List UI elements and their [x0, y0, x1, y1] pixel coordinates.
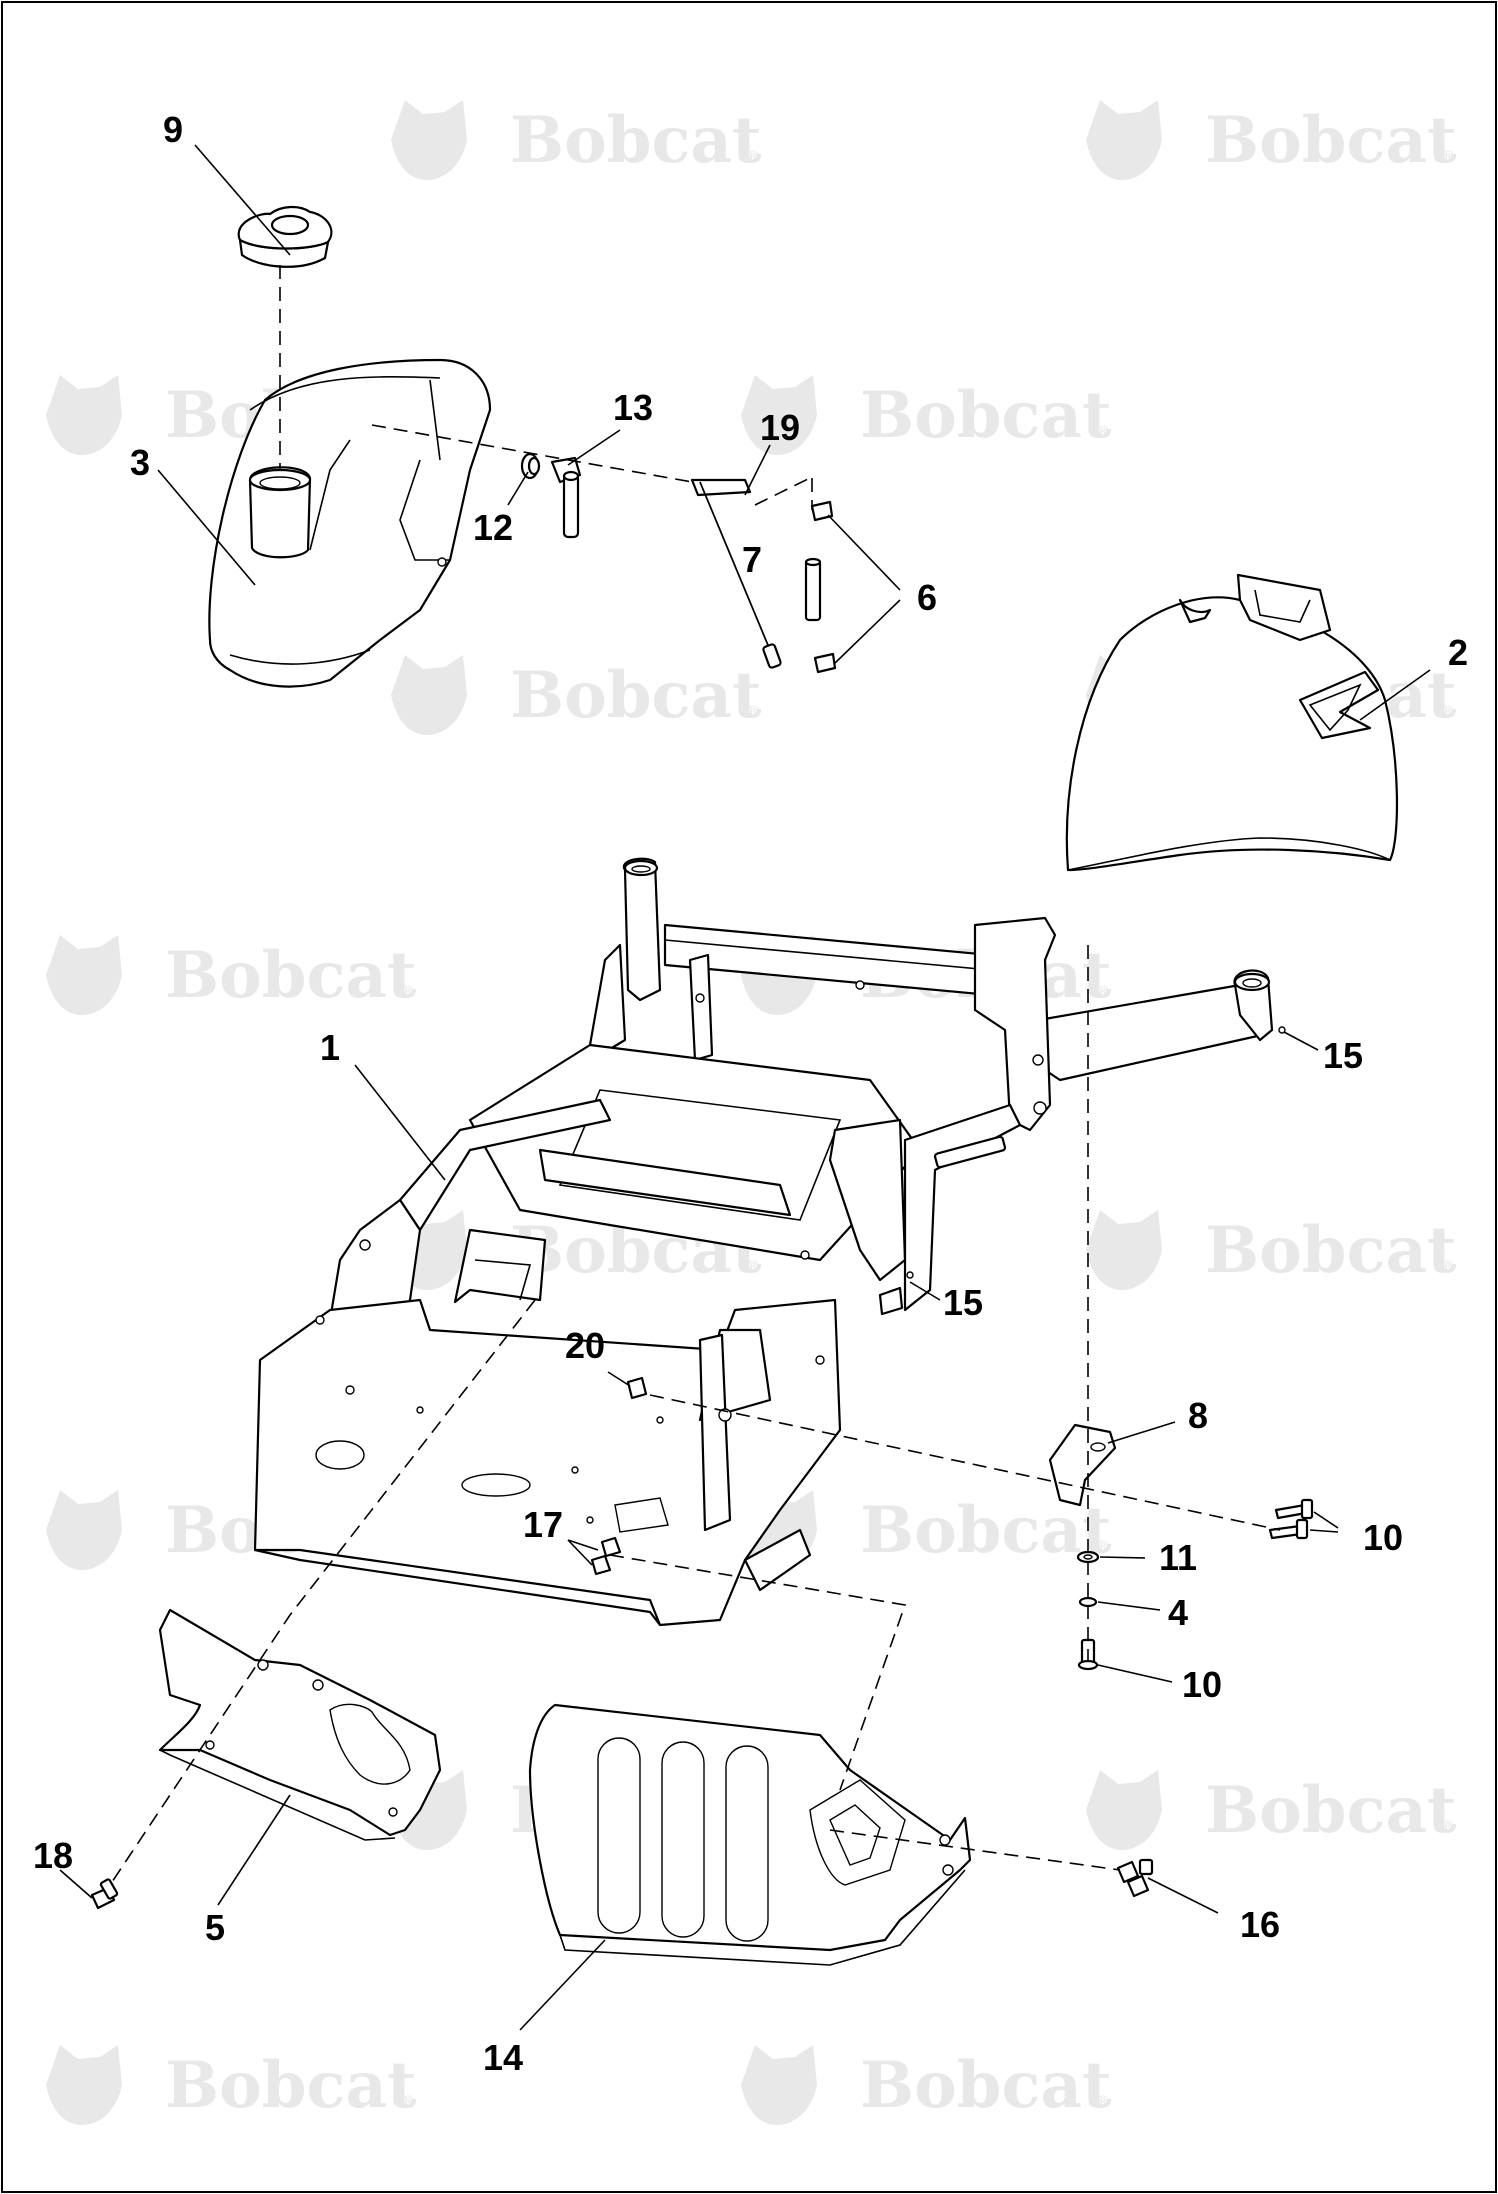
callout-18: 18 — [33, 1835, 73, 1876]
watermark-logo: Bobcat® — [741, 375, 1112, 455]
watermark-logo: Bobcat® — [1086, 100, 1457, 180]
watermark-reg-mark: ® — [745, 147, 761, 166]
part-skid-plate — [528, 1703, 972, 1966]
watermark-reg-mark: ® — [1095, 422, 1111, 441]
callout-10-upper: 10 — [1363, 1517, 1403, 1558]
callout-7: 7 — [742, 539, 762, 580]
callout-10-lower: 10 — [1182, 1664, 1222, 1705]
watermark-reg-mark: ® — [745, 1257, 761, 1276]
part-shield-plate — [158, 1608, 442, 1841]
watermark-logo: Bobcat® — [1086, 1770, 1457, 1850]
callout-15-center: 15 — [943, 1282, 983, 1323]
watermark-brand-text: Bobcat — [1205, 103, 1457, 178]
callout-3: 3 — [130, 442, 150, 483]
callout-14: 14 — [483, 2037, 523, 2078]
assembly-lines — [109, 265, 1281, 1886]
watermark-bobcat-head-icon — [391, 100, 467, 180]
watermark-reg-mark: ® — [1095, 982, 1111, 1001]
part-bolts-16 — [1116, 1858, 1154, 1898]
callout-20: 20 — [565, 1325, 605, 1366]
watermark-brand-text: Bobcat — [165, 938, 417, 1013]
callout-1: 1 — [320, 1027, 340, 1068]
watermark-brand-text: Bobcat — [860, 1493, 1112, 1568]
watermark-bobcat-head-icon — [741, 375, 817, 455]
part-fuel-filter — [804, 557, 822, 622]
watermark-brand-text: Bobcat — [165, 2048, 417, 2123]
watermark-logo: Bobcat® — [391, 655, 762, 735]
callout-11: 11 — [1159, 1537, 1197, 1578]
part-fuel-line — [690, 478, 782, 669]
part-hose-clamps — [810, 500, 837, 674]
leader-lines — [59, 144, 1431, 2031]
watermark-reg-mark: ® — [400, 982, 416, 1001]
part-fuel-cap — [237, 205, 333, 268]
watermark-logo: Bobcat® — [46, 935, 417, 1015]
watermark-reg-mark: ® — [400, 2092, 416, 2111]
callout-15-right: 15 — [1323, 1035, 1363, 1076]
callout-19: 19 — [760, 407, 800, 448]
watermark-bobcat-head-icon — [1086, 1770, 1162, 1850]
watermark-bobcat-head-icon — [46, 2045, 122, 2125]
watermark-bobcat-head-icon — [1086, 1210, 1162, 1290]
watermark-bobcat-head-icon — [741, 2045, 817, 2125]
part-bolts-10 — [1268, 1498, 1314, 1540]
watermark-reg-mark: ® — [1440, 147, 1456, 166]
part-washer-11 — [1076, 1550, 1100, 1564]
callout-12: 12 — [473, 507, 513, 548]
callout-9: 9 — [163, 109, 183, 150]
watermark-brand-text: Bobcat — [1205, 1773, 1457, 1848]
watermark-bobcat-head-icon — [46, 1490, 122, 1570]
callout-17: 17 — [523, 1504, 563, 1545]
part-fuel-valve — [550, 456, 582, 539]
watermark-bobcat-head-icon — [46, 935, 122, 1015]
watermark-reg-mark: ® — [1440, 1817, 1456, 1836]
watermark-bobcat-head-icon — [391, 655, 467, 735]
callout-13: 13 — [613, 387, 653, 428]
callout-labels: 1 2 3 4 5 6 7 8 9 10 10 11 12 13 14 15 1… — [33, 109, 1468, 2078]
watermark-logo: Bobcat® — [741, 2045, 1112, 2125]
watermark-reg-mark: ® — [745, 702, 761, 721]
part-fuel-fitting — [520, 452, 541, 480]
part-fuel-tank — [208, 358, 492, 688]
part-nuts-17 — [590, 1536, 622, 1576]
watermark-brand-text: Bobcat — [860, 2048, 1112, 2123]
callout-8: 8 — [1188, 1395, 1208, 1436]
callout-2: 2 — [1448, 632, 1468, 673]
watermark-reg-mark: ® — [1440, 1257, 1456, 1276]
callout-4: 4 — [1168, 1592, 1188, 1633]
watermark-bobcat-head-icon — [46, 375, 122, 455]
watermark-brand-text: Bobcat — [1205, 1213, 1457, 1288]
watermark-bobcat-head-icon — [1086, 100, 1162, 180]
callout-5: 5 — [205, 1907, 225, 1948]
part-main-frame — [253, 857, 1286, 1627]
watermark-brand-text: Bobcat — [510, 103, 762, 178]
callout-16: 16 — [1240, 1904, 1280, 1945]
watermark-reg-mark: ® — [1095, 2092, 1111, 2111]
watermark-logo: Bobcat® — [391, 100, 762, 180]
watermark-logo: Bobcat® — [1086, 1210, 1457, 1290]
watermark-reg-mark: ® — [1440, 702, 1456, 721]
part-lockwasher-4 — [1078, 1596, 1098, 1608]
watermark-reg-mark: ® — [1095, 1537, 1111, 1556]
watermark-brand-text: Bobcat — [510, 658, 762, 733]
watermark-brand-text: Bobcat — [860, 378, 1112, 453]
callout-6: 6 — [917, 577, 937, 618]
part-fender-cover — [1065, 573, 1399, 872]
part-bolt-18 — [90, 1878, 119, 1910]
watermark-logo: Bobcat® — [46, 2045, 417, 2125]
